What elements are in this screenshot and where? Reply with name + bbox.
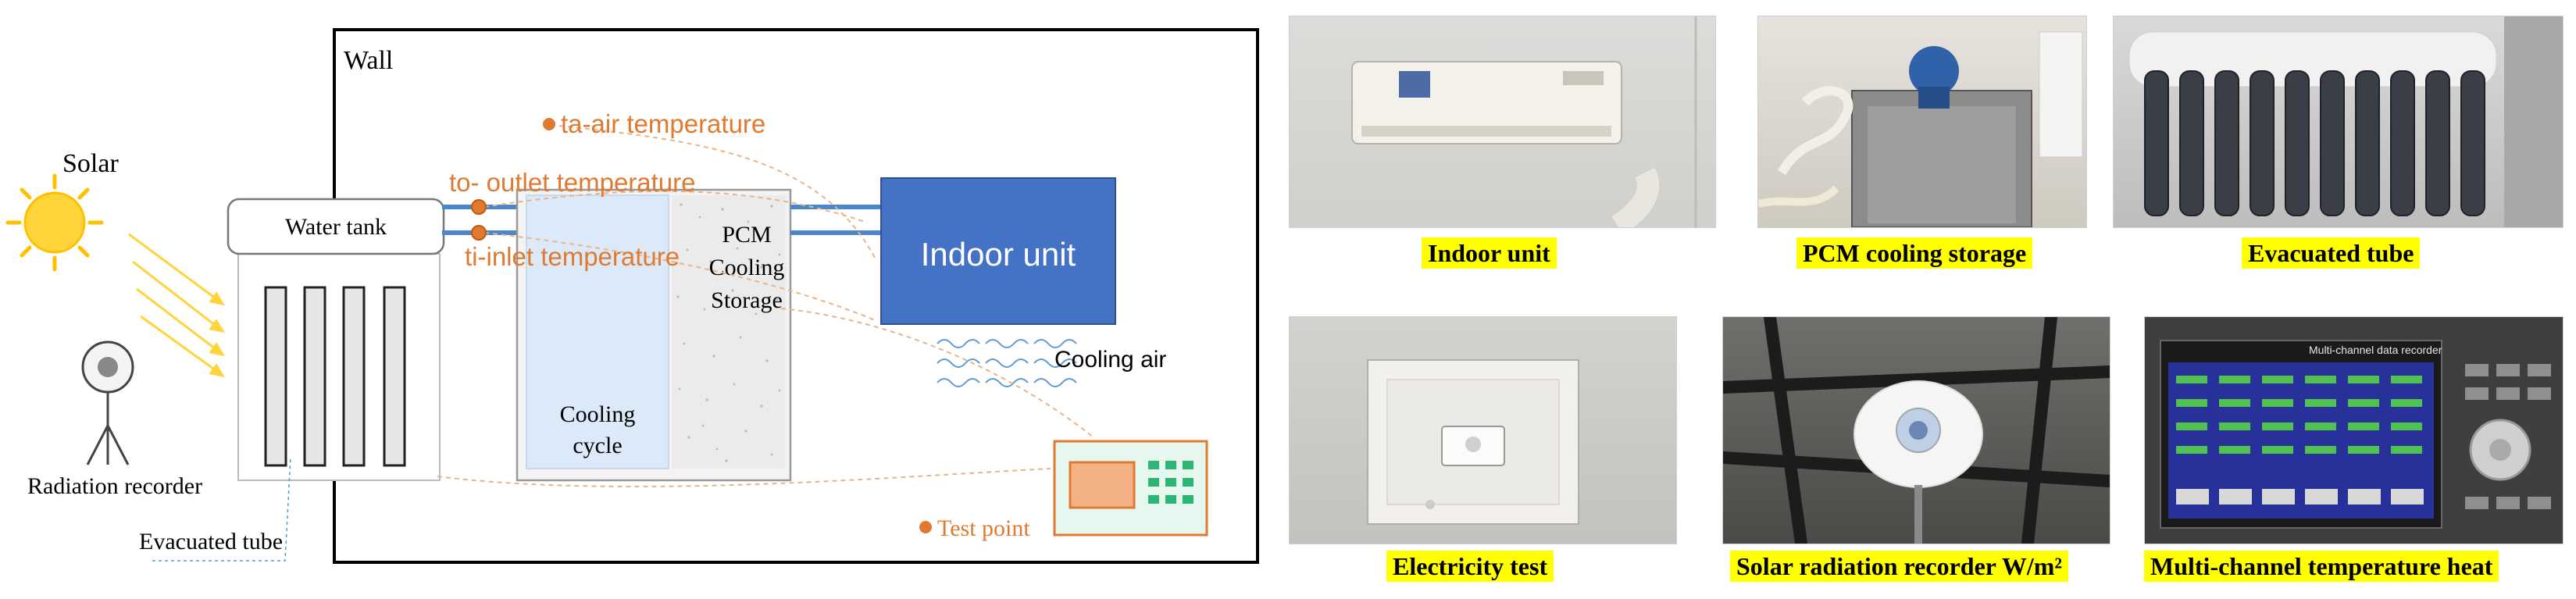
system-schematic: Wall Solar Radiation recorder [5,28,1259,564]
sun-icon [5,173,104,272]
ti-sensor-marker [471,225,487,241]
caption-evacuated-tube: Evacuated tube [2242,237,2421,269]
multichannel-photo-art [2145,317,2563,544]
data-logger-icon [1053,440,1208,537]
to-label: to- outlet temperature [449,168,696,197]
cooling-air-waves [937,339,1077,387]
test-point-legend: Test point [919,515,1030,541]
radiation-recorder-icon [81,341,134,465]
logger-screen-title: Multi-channel data recorder [2309,344,2442,356]
caption-pcm-storage: PCM cooling storage [1796,237,2033,269]
water-tank [227,198,445,255]
indoor-unit-label: Indoor unit [921,236,1076,273]
to-sensor-marker [471,199,487,215]
photo-indoor-unit [1289,16,1716,228]
cooling-air-label: Cooling air [1054,347,1166,373]
evacuated-tube-leader [152,456,291,562]
caption-multichannel: Multi-channel temperature heat [2144,551,2499,582]
pcm-label-line2: Cooling [709,255,785,280]
sun-rays [128,233,226,378]
indoor-unit-box [880,177,1116,325]
photo-multichannel-recorder: Multi-channel data recorder [2144,316,2564,544]
caption-electricity-test: Electricity test [1386,551,1554,582]
photo-pcm-storage [1757,16,2087,228]
ta-point: ta-air temperature [543,109,765,138]
solar-recorder-photo-art [1723,317,2110,544]
pcm-granular-area [672,195,786,469]
pcm-label-line1: PCM [722,222,771,248]
pcm-texture [676,203,781,462]
cooling-cycle-area [526,194,669,469]
photo-electricity-test [1289,316,1677,544]
ti-label: ti-inlet temperature [465,242,680,271]
indoor-unit-photo-art [1351,16,1697,227]
pipes-storage-to-indoor [790,205,881,235]
evacuated-tubes [264,286,406,467]
sensor-wires [437,124,1094,487]
cooling-cycle-line2: cycle [573,433,622,458]
water-tank-label: Water tank [285,214,387,240]
evacuated-tube-photo-art [2128,16,2563,227]
wall-label: Wall [344,46,393,75]
solar-label: Solar [62,149,119,178]
photo-evacuated-tube [2113,16,2564,228]
pcm-label-line3: Storage [711,287,783,313]
caption-solar-recorder: Solar radiation recorder W/m² [1730,551,2068,582]
radiation-recorder-label: Radiation recorder [27,473,202,499]
evacuated-tube-label: Evacuated tube [139,529,283,554]
electricity-test-photo-art [1367,359,1579,525]
test-point-label: Test point [937,515,1030,541]
ta-label: ta-air temperature [561,109,765,138]
photo-solar-recorder [1722,316,2110,544]
caption-indoor-unit: Indoor unit [1422,237,1557,269]
cooling-cycle-line1: Cooling [560,401,636,427]
pcm-storage-photo-art [1758,31,2083,227]
